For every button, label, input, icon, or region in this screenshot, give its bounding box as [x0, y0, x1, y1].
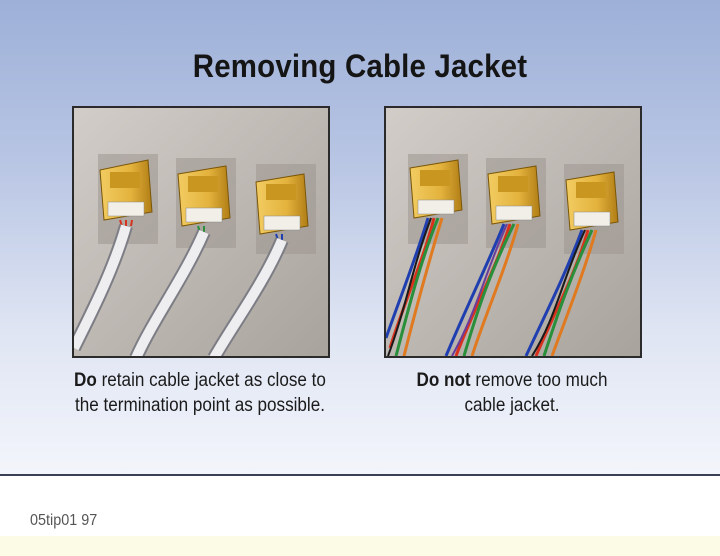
diagram-title: Removing Cable Jacket [192, 48, 528, 84]
cable-icon [74, 224, 133, 352]
figure-code: 05tip01 97 [30, 512, 98, 529]
rj45-jack-icon [487, 165, 541, 225]
twisted-pair-icon [386, 217, 444, 356]
caption-text-line2: the termination point as possible. [74, 395, 326, 416]
rj45-jack-icon [409, 159, 463, 219]
incorrect-example-caption: Do not remove too much cable jacket. [368, 368, 656, 418]
caption-text: retain cable jacket as close to [96, 370, 326, 391]
correct-example-panel [72, 106, 330, 358]
cable-icon [129, 229, 211, 356]
rj45-jack-icon [255, 173, 309, 235]
rj45-jack-icon [565, 171, 619, 231]
incorrect-example-panel [384, 106, 642, 358]
caption-emphasis: Do [74, 370, 97, 391]
correct-example-illustration [74, 108, 328, 356]
footer-strip [0, 536, 720, 556]
twisted-pair-icon [524, 229, 598, 356]
cable-icon [207, 237, 289, 356]
correct-example-caption: Do retain cable jacket as close to the t… [56, 368, 344, 418]
caption-emphasis: Do not [416, 370, 471, 391]
diagram-slide: Removing Cable Jacket [0, 0, 720, 476]
rj45-jack-icon [99, 159, 153, 221]
caption-text-line2: cable jacket. [464, 395, 560, 416]
caption-text: remove too much [470, 370, 608, 391]
rj45-jack-icon [177, 165, 231, 227]
incorrect-example-illustration [386, 108, 640, 356]
twisted-pair-icon [444, 223, 520, 356]
